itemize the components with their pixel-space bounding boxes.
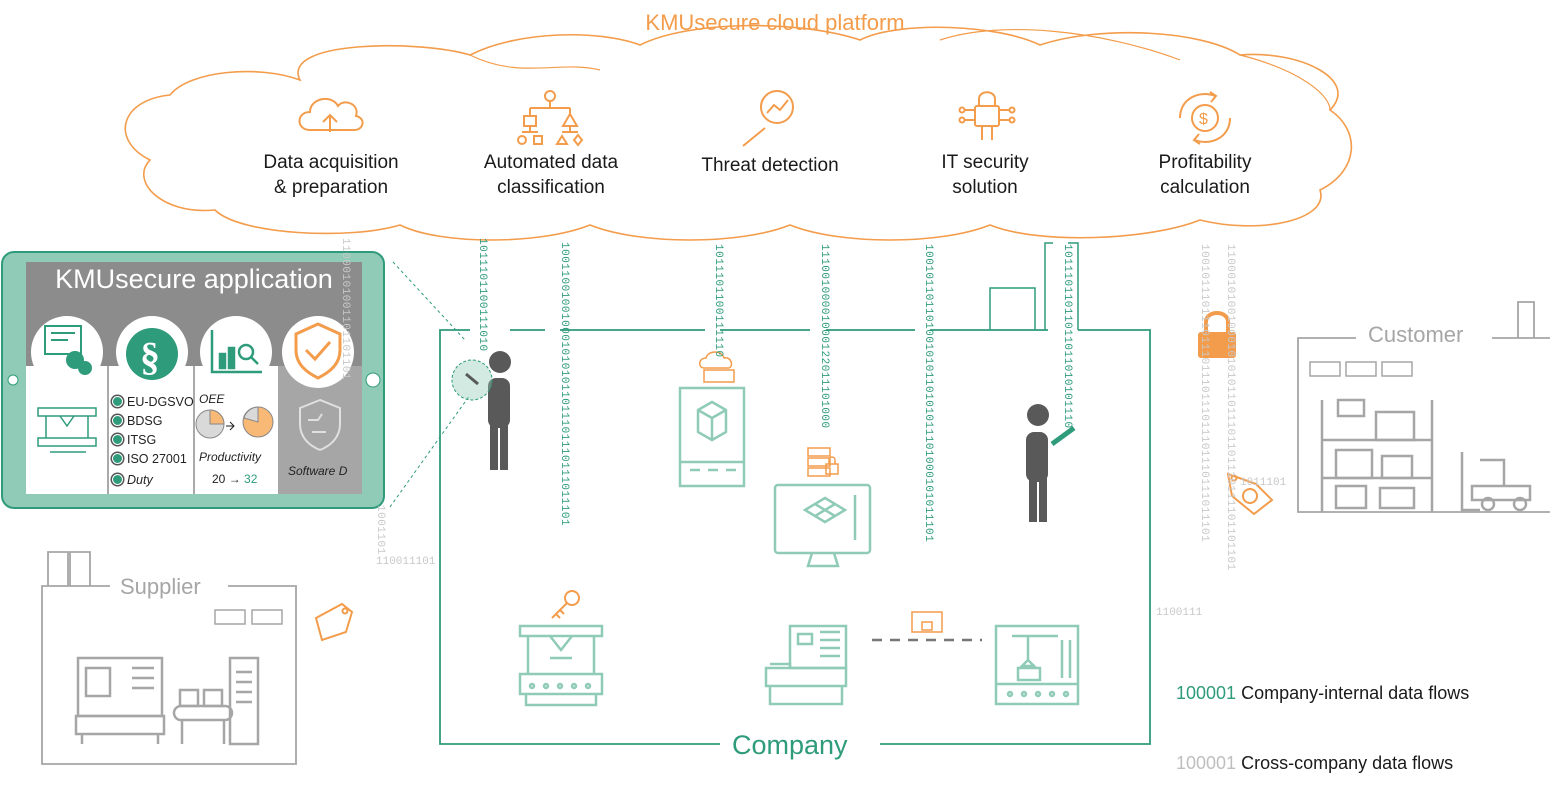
law-item: Duty xyxy=(112,473,153,487)
dollar-cycle-icon xyxy=(1179,91,1231,145)
service-data-acquisition: Data acquisition & preparation xyxy=(236,150,426,200)
service-profitability: Profitability calculation xyxy=(1110,150,1300,200)
3d-printer-icon xyxy=(678,386,746,488)
legend-internal: 100001 Company-internal data flows xyxy=(1176,683,1469,704)
service-label-line1: Threat detection xyxy=(701,155,839,176)
cloud-platform-title: KMUsecure cloud platform xyxy=(645,10,905,35)
lock-network-icon xyxy=(911,611,943,633)
binary-flow-internal: 10111011011011011010101110 xyxy=(1061,244,1073,429)
shield-check-icon xyxy=(294,322,342,380)
worker-right-icon xyxy=(1026,404,1049,522)
service-label-line1: Profitability xyxy=(1158,152,1252,173)
binary-flow-cross: 1001011101110111011101110111011101110111… xyxy=(1198,244,1210,543)
law-item: ISO 27001 xyxy=(112,452,187,466)
binary-flow-internal: 11100100001000122011101000 xyxy=(818,244,830,429)
press-machine-icon xyxy=(37,407,97,453)
legend-cross-code: 100001 xyxy=(1176,753,1237,773)
customer-label: Customer xyxy=(1368,322,1464,347)
paragraph-icon xyxy=(126,328,178,380)
legend-cross: 100001 Cross-company data flows xyxy=(1176,753,1453,774)
cnc-machine-icon xyxy=(994,624,1080,706)
law-item: BDSG xyxy=(112,414,162,428)
binary-flow-internal: 1011101100111110 xyxy=(712,244,724,358)
binary-flow-internal: 1001011011010010101101010111010001010111… xyxy=(922,244,934,543)
press-machine-company-icon xyxy=(518,624,604,707)
server-lock-icon xyxy=(807,447,839,477)
binary-flow-internal: 1001100100100010101011011101110111011101 xyxy=(558,242,570,527)
service-it-security: IT security solution xyxy=(890,150,1080,200)
binary-flow-internal: 1011101100111010 xyxy=(476,238,488,352)
cloud-outline xyxy=(124,24,1353,241)
legend-cross-label: Cross-company data flows xyxy=(1241,753,1454,773)
law-item: ITSG xyxy=(112,433,156,447)
service-label-line1: Data acquisition xyxy=(263,152,399,173)
software-label: Software D xyxy=(288,464,348,478)
app-title: KMUsecure application xyxy=(55,264,333,294)
service-label-line2: solution xyxy=(952,177,1018,198)
assembly-machine-icon xyxy=(764,624,848,706)
shield-circuit-icon xyxy=(299,398,341,452)
legend-internal-code: 100001 xyxy=(1176,683,1237,703)
service-label-line1: Automated data xyxy=(483,152,619,173)
worker-left-icon xyxy=(488,351,511,470)
service-label-line1: IT security xyxy=(941,152,1029,173)
svg-text:$: $ xyxy=(1199,111,1208,128)
key-icon xyxy=(551,590,580,619)
binary-flow-cross: 1100010100100010101011011101101110111101… xyxy=(1224,244,1236,571)
chart-magnifier-icon xyxy=(210,330,262,374)
company-label: Company xyxy=(732,730,848,760)
service-threat-detection: Threat detection xyxy=(675,153,865,178)
circuit-lock-icon xyxy=(958,91,1016,140)
service-label-line2: & preparation xyxy=(273,177,389,198)
customer-price-tag-icon xyxy=(1226,472,1274,516)
service-label-line2: classification xyxy=(497,177,605,198)
binary-flow-cross: 11000101001101101101 xyxy=(339,238,351,381)
supplier-price-tag-icon xyxy=(314,602,354,642)
binary-flow-cross: 1011101 xyxy=(1240,477,1287,489)
magnifier-chart-icon xyxy=(742,90,794,147)
classification-tree-icon xyxy=(517,90,584,147)
productivity-label: Productivity xyxy=(199,450,262,464)
legend-internal-label: Company-internal data flows xyxy=(1241,683,1470,703)
productivity-values: 20 → 32 xyxy=(212,472,258,486)
settings-doc-icon xyxy=(44,325,92,375)
binary-flow-cross: 1100111 xyxy=(1156,607,1203,619)
binary-flow-cross: 110011101 xyxy=(376,556,436,568)
cloud-upload-icon xyxy=(298,97,364,132)
company-boundary xyxy=(439,329,1151,745)
svg-text:§: § xyxy=(140,334,160,379)
customer-building xyxy=(1297,337,1550,513)
supplier-building xyxy=(41,585,297,765)
service-label-line2: calculation xyxy=(1160,177,1250,198)
service-automated-classification: Automated data classification xyxy=(456,150,646,200)
oee-label: OEE xyxy=(199,392,225,406)
binary-flow-cross: 1001101 xyxy=(374,505,386,555)
monitor-icon xyxy=(773,483,872,568)
cloud-printer-icon xyxy=(699,351,735,383)
supplier-label: Supplier xyxy=(120,574,201,599)
customer-lock-icon xyxy=(1198,311,1236,358)
law-item: EU-DGSVO xyxy=(112,395,194,409)
